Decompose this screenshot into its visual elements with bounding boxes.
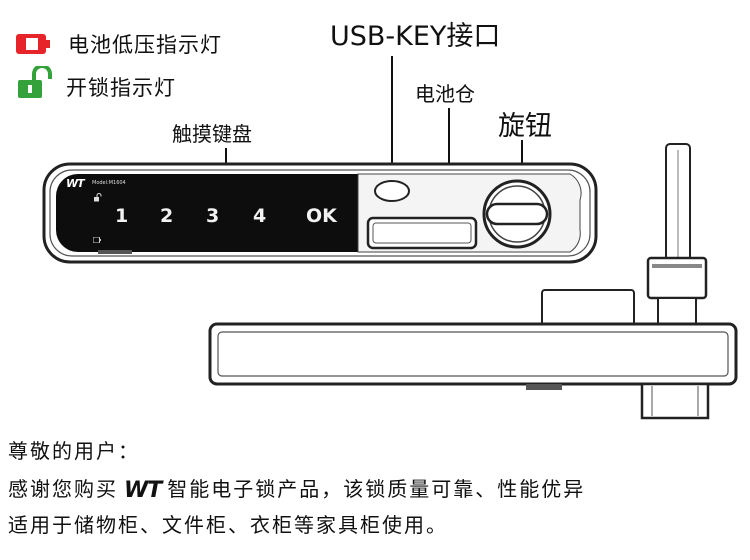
intro-line-1-after-logo: 智能电子锁产品，该锁质量可靠、性能优异 <box>167 477 586 501</box>
lock-front-view <box>42 162 598 264</box>
battery-indicator-legend: 电池低压指示灯 <box>14 26 334 60</box>
device-brand-logo: WT <box>66 177 85 190</box>
key-3[interactable]: 3 <box>206 205 220 227</box>
key-4[interactable]: 4 <box>253 205 267 227</box>
unlock-indicator-label: 开锁指示灯 <box>66 76 176 100</box>
usb-key-callout: USB-KEY接口 <box>330 21 501 52</box>
panel-unlock-icon <box>94 193 102 202</box>
key-2[interactable]: 2 <box>160 205 174 227</box>
key-1[interactable]: 1 <box>115 205 129 227</box>
unlock-indicator-legend: 开锁指示灯 <box>14 66 334 102</box>
battery-low-icon <box>16 34 50 54</box>
unlock-padlock-icon <box>18 66 52 98</box>
battery-box-callout: 电池仓 <box>415 82 475 106</box>
keypad: 1 2 3 4 OK <box>110 205 350 231</box>
front-panel-brand-area: WT Model:M1604 <box>62 177 182 217</box>
keypad-callout: 触摸键盘 <box>172 122 252 146</box>
panel-battery-icon <box>93 237 101 243</box>
key-ok[interactable]: OK <box>306 205 337 227</box>
device-model-label: Model:M1604 <box>92 180 126 186</box>
battery-indicator-label: 电池低压指示灯 <box>68 33 222 57</box>
knob-callout: 旋钮 <box>498 111 552 142</box>
wt-brand-logo: WT <box>124 477 162 503</box>
intro-line-1-before-logo: 感谢您购买 <box>8 477 118 501</box>
greeting: 尊敬的用户： <box>8 439 140 463</box>
intro-line-2: 适用于储物柜、文件柜、衣柜等家具柜使用。 <box>8 513 448 537</box>
lock-side-view <box>208 143 738 420</box>
